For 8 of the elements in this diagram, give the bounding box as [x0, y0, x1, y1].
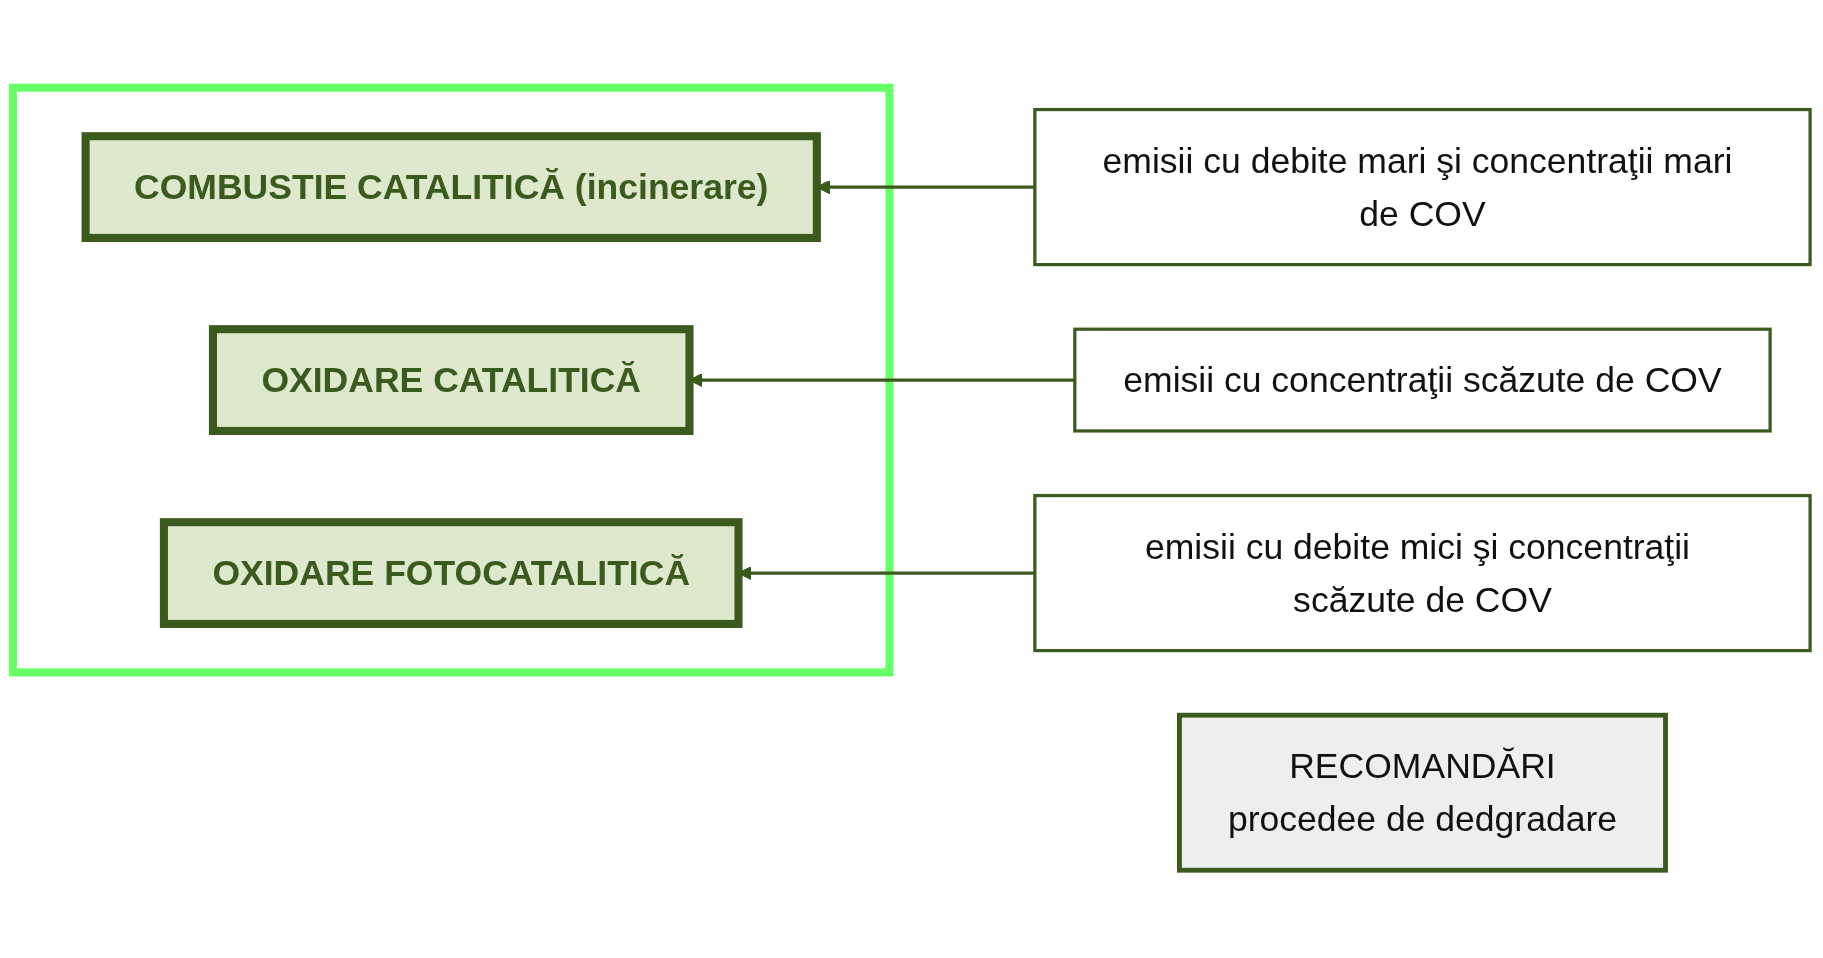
node-box: OXIDARE CATALITICĂ	[208, 325, 694, 435]
node-box: emisii cu debite mari şi concentraţii mari de COV	[1033, 107, 1812, 267]
node-box: COMBUSTIE CATALITICĂ (incinerare)	[81, 132, 821, 242]
node-box: OXIDARE FOTOCATALITICĂ	[159, 518, 743, 628]
cluster	[8, 83, 894, 677]
node-box: RECOMANDĂRI procedee de dedgradare	[1177, 712, 1668, 873]
node-box: emisii cu concentraţii scăzute de COV	[1073, 327, 1772, 433]
node-box: emisii cu debite mici şi concentraţii scăzute de COV	[1033, 493, 1812, 653]
